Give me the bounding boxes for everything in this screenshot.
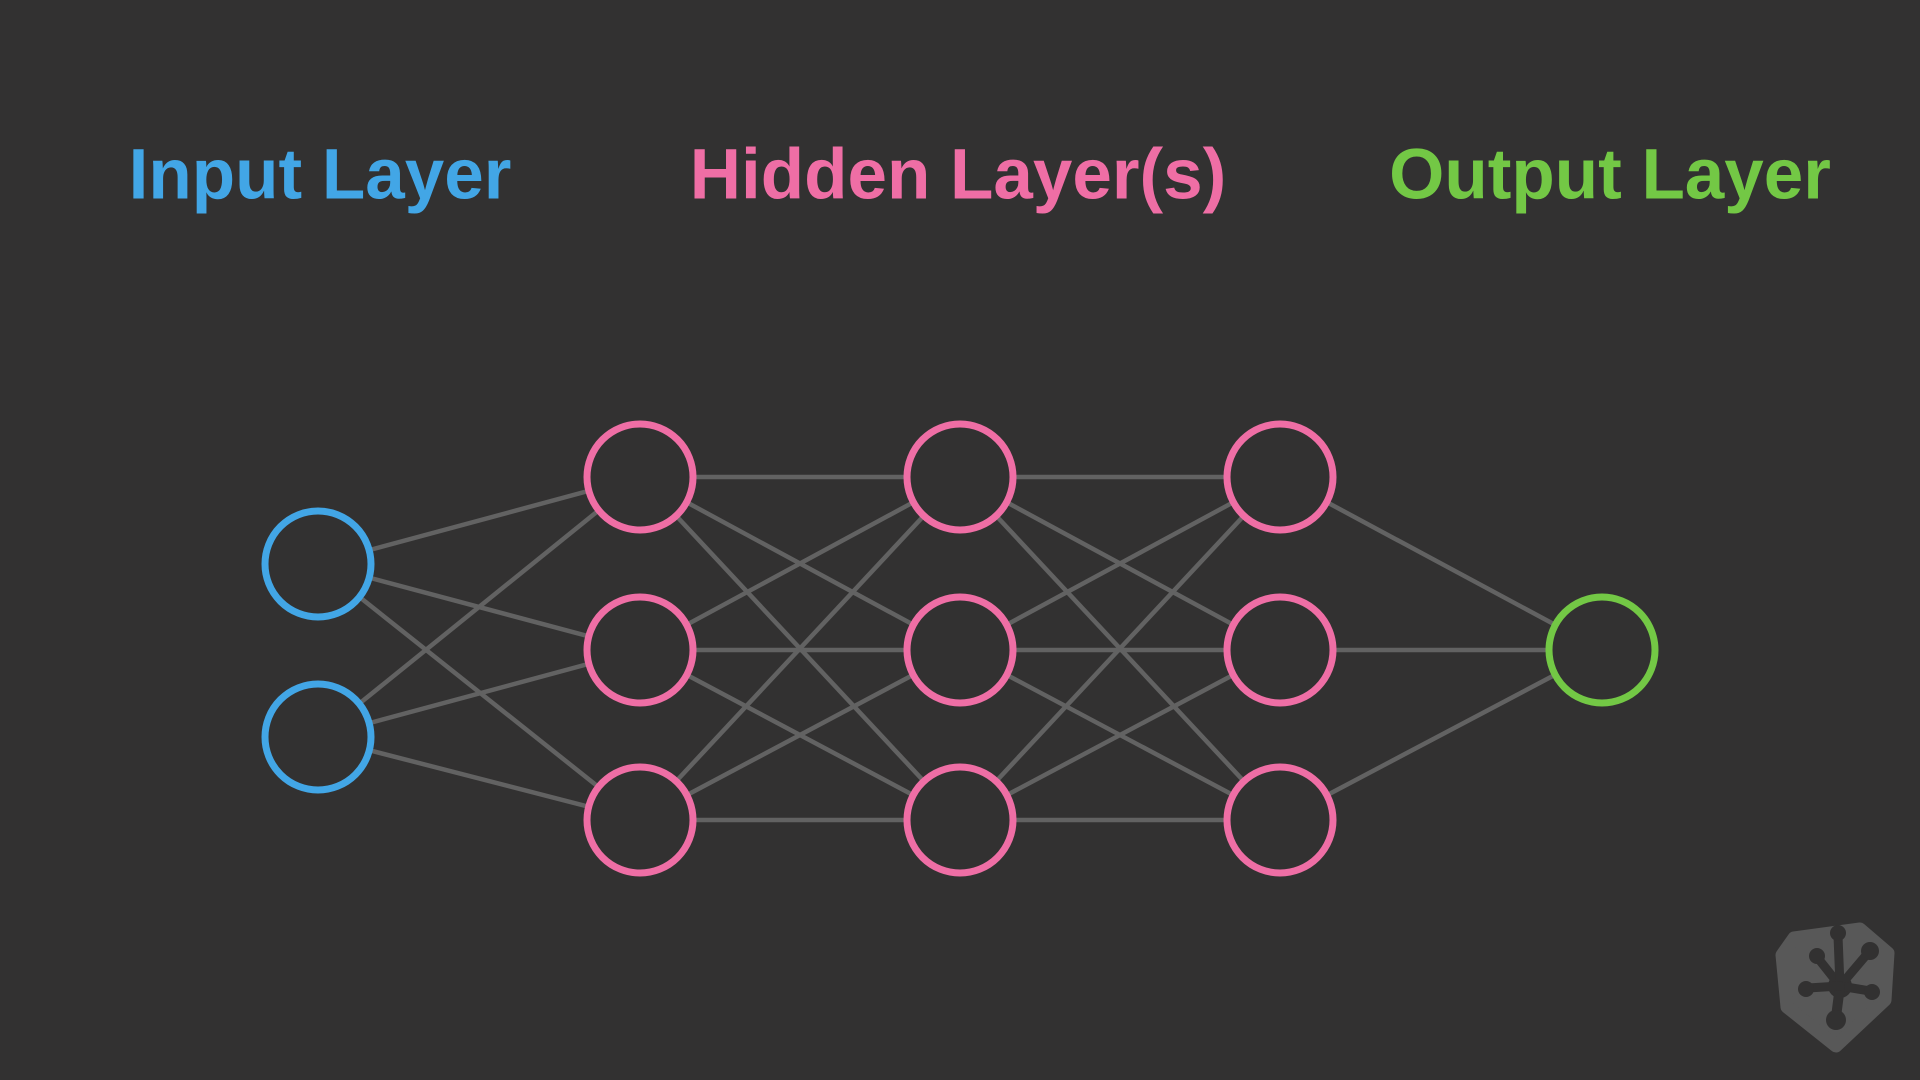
node-hidden-3-1 [1223,420,1337,534]
node-output-1 [1545,593,1659,707]
edge-hidden-3-to-output [1278,475,1604,652]
edge-hidden-1-to-hidden-2 [638,475,962,652]
node-input-2 [261,680,375,794]
edge-hidden-3-to-output [1278,648,1604,822]
logo-frog-foot [1798,925,1880,1030]
output-layer-label: Output Layer [1389,135,1831,215]
node-hidden-3-3 [1223,763,1337,877]
node-hidden-1-3 [583,763,697,877]
edge-hidden-2-to-hidden-3 [958,475,1282,822]
node-input-1 [261,507,375,621]
edge-hidden-2-to-hidden-3 [958,475,1282,652]
node-hidden-2-1 [903,420,1017,534]
edge-hidden-1-to-hidden-2 [638,648,962,822]
treehouse-logo-icon [1775,922,1895,1053]
node-hidden-2-3 [903,763,1017,877]
input-layer-label: Input Layer [128,135,512,215]
edge-hidden-2-to-hidden-3 [958,648,1282,822]
edge-input-to-hidden-1 [316,475,642,739]
hidden-layer-label: Hidden Layer(s) [689,135,1227,215]
node-hidden-2-2 [903,593,1017,707]
node-hidden-3-2 [1223,593,1337,707]
node-hidden-1-1 [583,420,697,534]
edge-hidden-1-to-hidden-2 [638,475,962,822]
node-hidden-1-2 [583,593,697,707]
